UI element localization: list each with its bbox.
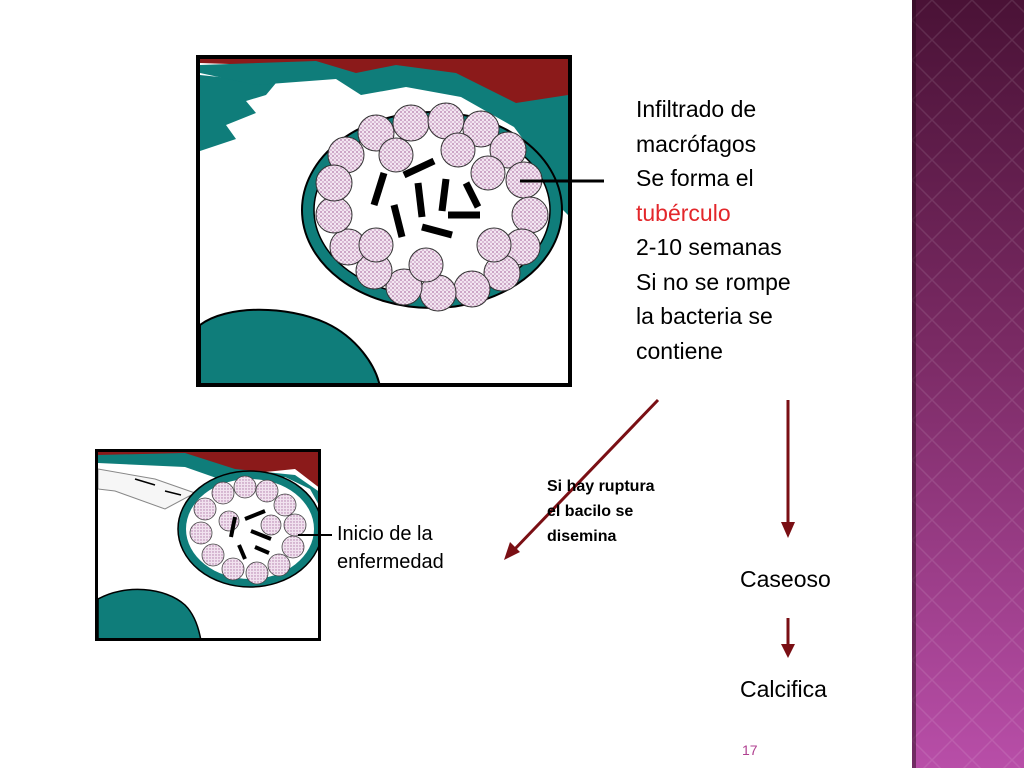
decorative-side-panel [912, 0, 1024, 768]
rupture-note: Si hay ruptura el bacilo se disemina [547, 474, 717, 549]
text-line: Se forma el [636, 165, 754, 191]
text-line: Si hay ruptura [547, 478, 655, 495]
page-number: 17 [742, 742, 758, 758]
stage-calcified: Calcifica [740, 676, 827, 702]
text-line: el bacilo se [547, 503, 634, 520]
text-line: macrófagos [636, 130, 757, 157]
text-line: 2-10 semanas [636, 234, 782, 260]
text-line: Si no se rompe [636, 268, 791, 295]
connector-line [520, 179, 604, 183]
text-line: Infiltrado de [636, 96, 757, 122]
down-arrow-icon [781, 618, 795, 658]
disease-onset-label: Inicio de la enfermedad [337, 520, 497, 576]
tubercle-granuloma-illustration [196, 55, 572, 387]
text-line: disemina [547, 528, 617, 545]
down-arrow-icon [781, 400, 795, 538]
text-line: contiene [636, 337, 723, 364]
text-line: Inicio de la [337, 523, 433, 545]
text-line: la bacteria se [636, 303, 773, 329]
early-infection-illustration [95, 449, 321, 641]
text-line: enfermedad [337, 551, 444, 573]
tubercle-description: Infiltrado de macrófagos Se forma el tub… [636, 92, 906, 368]
highlighted-term: tubérculo [636, 199, 731, 226]
connector-line-small [298, 534, 332, 536]
stage-caseous: Caseoso [740, 566, 831, 592]
diagonal-arrow-icon [504, 398, 660, 560]
